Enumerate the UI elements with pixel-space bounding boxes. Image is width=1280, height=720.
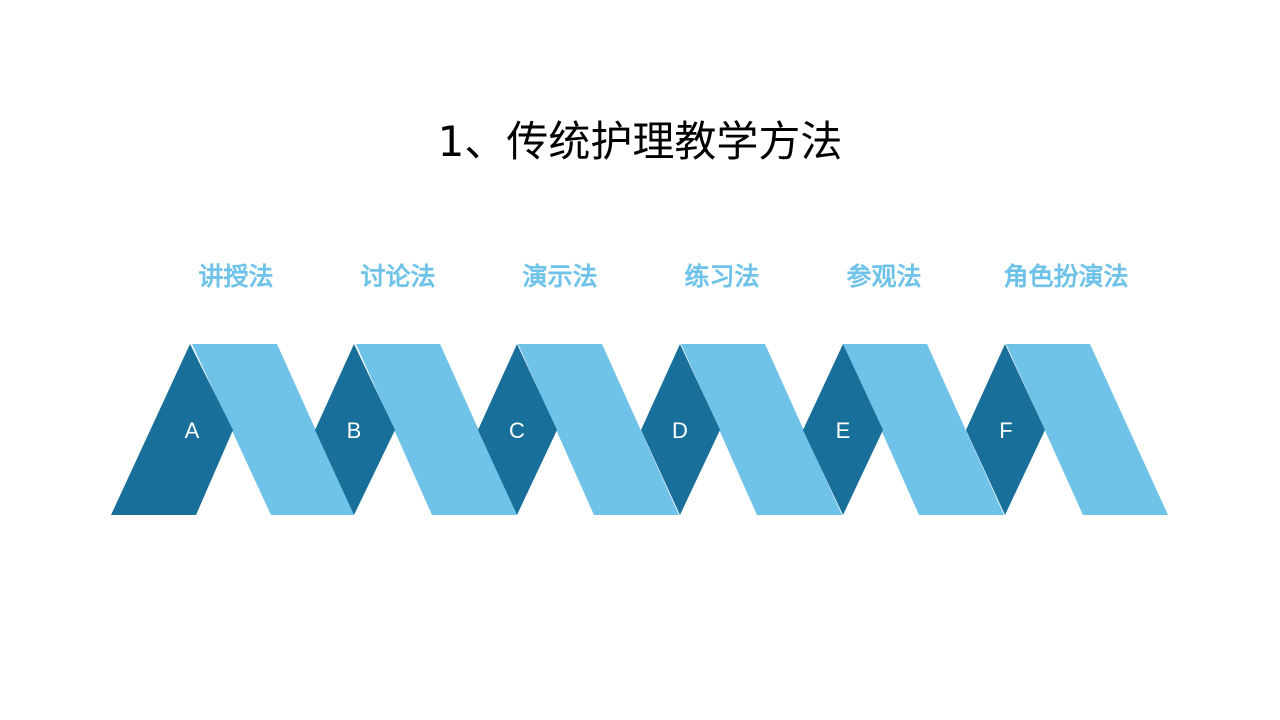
ribbon-dark-band-c [478,344,557,515]
ribbon-segment-c: C [478,344,679,515]
method-label-demonstration: 演示法 [522,262,598,291]
ribbon-dark-band-f [966,344,1045,515]
method-label-visit: 参观法 [846,262,922,291]
ribbon-light-band-d [681,344,842,515]
step-letter-b: B [347,418,362,443]
ribbon-segment-f: F [966,344,1168,515]
ribbon-light-band-a [192,344,354,515]
ribbon-dark-band-b [315,344,395,515]
ribbon-light-band-e [843,344,1004,515]
ribbon-light-band-b [356,344,517,515]
ribbon-segment-d: D [641,344,842,515]
step-letter-e: E [836,418,851,443]
ribbon-segment-b: B [315,344,517,515]
ribbon-dark-band-a [111,344,233,515]
ribbon-light-band-c [518,344,679,515]
method-label-discussion: 讨论法 [360,262,436,291]
method-label-lecture: 讲授法 [198,262,274,291]
method-labels: 讲授法 讨论法 演示法 练习法 参观法 角色扮演法 [0,255,1280,299]
ribbon-dark-band-e [803,344,883,515]
step-letter-f: F [999,418,1012,443]
ribbon-segment-e: E [803,344,1004,515]
ribbon-dark-band-d [641,344,720,515]
slide-title: 1、传统护理教学方法 [437,117,843,166]
step-letter-c: C [509,418,525,443]
step-letter-a: A [185,418,200,443]
method-label-role-play: 角色扮演法 [1003,262,1129,291]
ribbon-segment-a: A [111,344,354,515]
step-letter-d: D [672,418,688,443]
method-label-practice: 练习法 [684,262,760,291]
ribbon-light-band-f [1006,344,1168,515]
